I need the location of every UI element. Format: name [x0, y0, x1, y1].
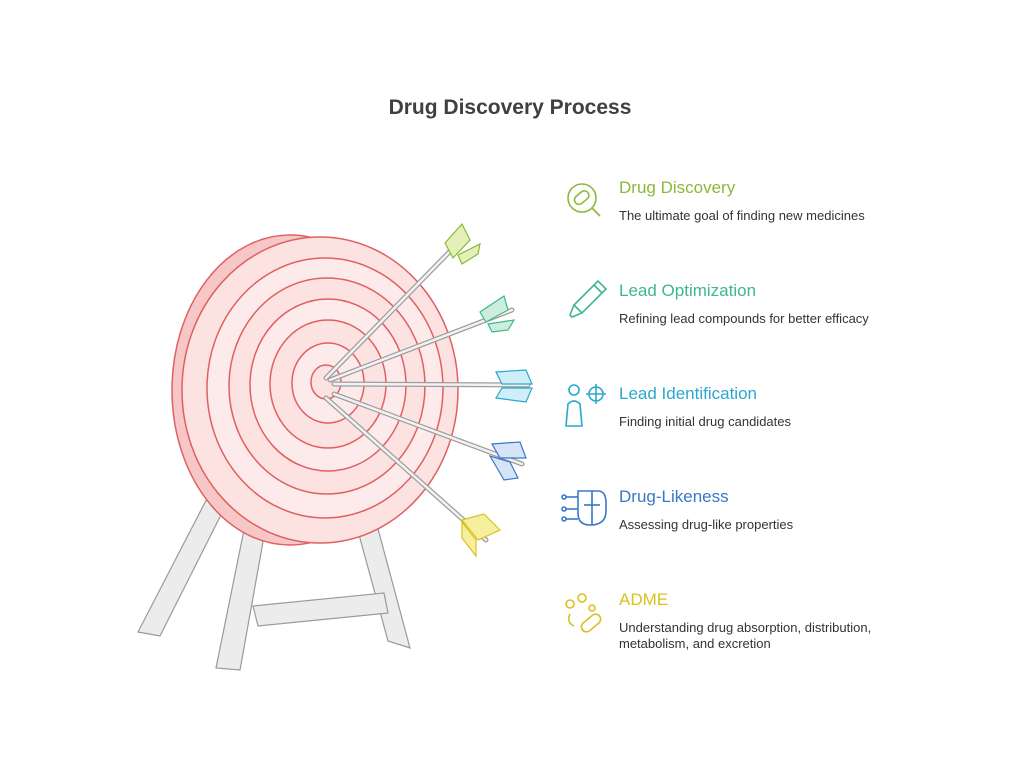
item-heading: Lead Optimization [619, 281, 757, 300]
circuit-face-icon [561, 490, 607, 526]
arrow-2 [327, 295, 516, 383]
arrow-1 [323, 222, 481, 381]
item-description: Understanding drug absorption, distribut… [619, 620, 872, 651]
item-description: Refining lead compounds for better effic… [619, 311, 869, 326]
item-heading: Drug-Likeness [619, 487, 729, 506]
person-target-icon [565, 384, 606, 427]
item-heading: Drug Discovery [619, 178, 736, 197]
diagram-title: Drug Discovery Process [388, 96, 632, 119]
arrows [323, 222, 533, 558]
arrow-4 [331, 391, 527, 481]
item-heading: ADME [619, 590, 669, 609]
item-description: Assessing drug-like properties [619, 517, 794, 532]
arrow-3 [331, 369, 533, 403]
arrow-5 [323, 395, 502, 558]
item-description: Finding initial drug candidates [619, 414, 791, 429]
item-heading: Lead Identification [619, 384, 757, 403]
item-description: The ultimate goal of finding new medicin… [619, 208, 865, 223]
pills-icon [565, 593, 602, 633]
pencil-icon [569, 279, 608, 318]
pill-magnifier-icon [567, 183, 601, 217]
